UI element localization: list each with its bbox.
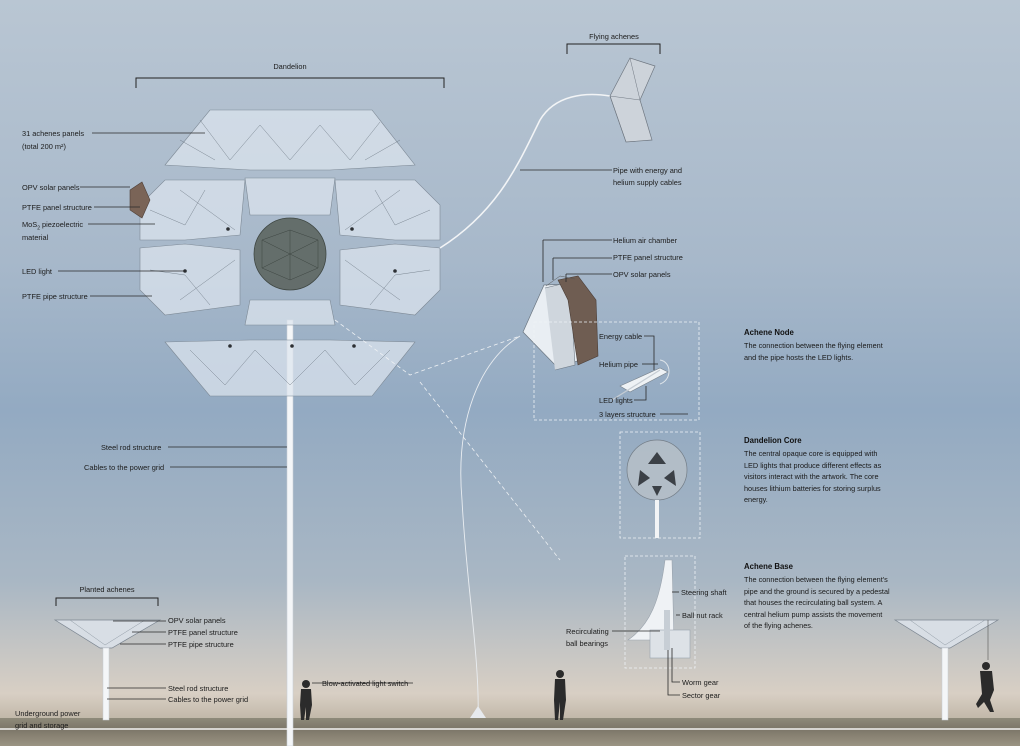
core-detail-box: [619, 431, 701, 539]
label-recirculating-line2: ball bearings: [566, 639, 608, 648]
flying-achenes-title: Flying achenes: [589, 32, 639, 41]
label-planted-ptfe-panel: PTFE panel structure: [168, 628, 238, 637]
left-upper-panel: [139, 179, 246, 241]
tether-line: [460, 335, 521, 719]
label-led-lights: LED lights: [599, 396, 633, 405]
label-achenes-area: (total 200 m²): [22, 142, 66, 151]
label-planted-ptfe-pipe: PTFE pipe structure: [168, 640, 234, 649]
panel-facets: [149, 119, 431, 386]
dandelion-head: [139, 109, 441, 397]
achene-node-render: [522, 275, 599, 371]
left-lower-panel: [139, 243, 241, 316]
planted-achenes-bracket: [55, 597, 159, 606]
bottom-panel-row: [164, 339, 416, 397]
label-steering-shaft: Steering shaft: [681, 588, 727, 597]
section-achene-base-text: The connection between the flying elemen…: [744, 575, 890, 631]
label-planted-cables: Cables to the power grid: [168, 695, 249, 704]
label-achenes-panels: 31 achenes panels: [22, 129, 85, 138]
flying-achenes-bracket: [566, 43, 661, 54]
label-energy-cable: Energy cable: [599, 332, 643, 341]
core-detail-rod: [655, 500, 659, 538]
label-blow-switch: Blow-activated light switch: [322, 679, 409, 688]
achene-node-detail: [611, 359, 670, 401]
label-flying-ptfe-panel: PTFE panel structure: [613, 253, 683, 262]
detail-leaders: [334, 319, 561, 561]
top-panel-row: [164, 109, 416, 171]
dandelion-title: Dandelion: [273, 62, 307, 71]
planted-achene-right: [893, 619, 1000, 721]
base-detail-box: [624, 555, 696, 669]
person-center: [554, 670, 566, 720]
label-mos2: MoS2 piezoelectric: [22, 220, 84, 232]
label-recirculating-line1: Recirculating: [566, 627, 609, 636]
section-achene-base-title: Achene Base: [744, 562, 793, 571]
flying-pipe: [439, 93, 611, 249]
tether-anchor: [470, 706, 486, 718]
core-detail-facets: [638, 452, 676, 496]
label-led-light: LED light: [22, 267, 52, 276]
label-ptfe-panel-structure: PTFE panel structure: [22, 203, 92, 212]
label-helium-air-chamber: Helium air chamber: [613, 236, 678, 245]
flying-achene: [609, 57, 656, 143]
planted-achene-left: [53, 619, 162, 721]
right-lower-panel: [339, 243, 441, 316]
bottom-center-panel: [244, 299, 336, 326]
right-upper-panel: [334, 179, 441, 241]
label-sector-gear: Sector gear: [682, 691, 721, 700]
label-cables-power-grid: Cables to the power grid: [84, 463, 165, 472]
label-flying-opv: OPV solar panels: [613, 270, 671, 279]
label-underground-line1: Underground power: [15, 709, 81, 718]
label-steel-rod: Steel rod structure: [101, 443, 162, 452]
label-opv-solar-panels: OPV solar panels: [22, 183, 80, 192]
label-worm-gear: Worm gear: [682, 678, 719, 687]
label-planted-opv: OPV solar panels: [168, 616, 226, 625]
core-facets: [261, 229, 319, 281]
top-center-panel: [244, 177, 336, 216]
person-swinging: [976, 662, 994, 712]
achene-node-detail-box: [533, 321, 700, 421]
label-ball-nut-rack: Ball nut rack: [682, 611, 723, 620]
label-helium-pipe: Helium pipe: [599, 360, 639, 369]
people: [300, 662, 994, 720]
section-dandelion-core-title: Dandelion Core: [744, 436, 802, 445]
label-three-layers: 3 layers structure: [599, 410, 656, 419]
label-pipe-line1: Pipe with energy and: [613, 166, 683, 175]
brackets: [55, 43, 661, 606]
label-mos2-material: material: [22, 233, 49, 242]
label-ptfe-pipe-structure: PTFE pipe structure: [22, 292, 88, 301]
label-planted-steel-rod: Steel rod structure: [168, 684, 229, 693]
section-achene-node-text: The connection between the flying elemen…: [744, 341, 883, 362]
label-underground-line2: grid and storage: [15, 721, 69, 730]
planted-achenes-title: Planted achenes: [79, 585, 135, 594]
base-detail: [627, 559, 691, 659]
section-dandelion-core-text: The central opaque core is equipped with…: [744, 449, 882, 505]
label-pipe-line2: helium supply cables: [613, 178, 682, 187]
dandelion-bracket: [135, 77, 445, 88]
leader-lines: [58, 132, 688, 700]
person-near-switch: [300, 680, 312, 720]
section-achene-node-title: Achene Node: [744, 328, 794, 337]
ground-strip: [0, 718, 1020, 746]
